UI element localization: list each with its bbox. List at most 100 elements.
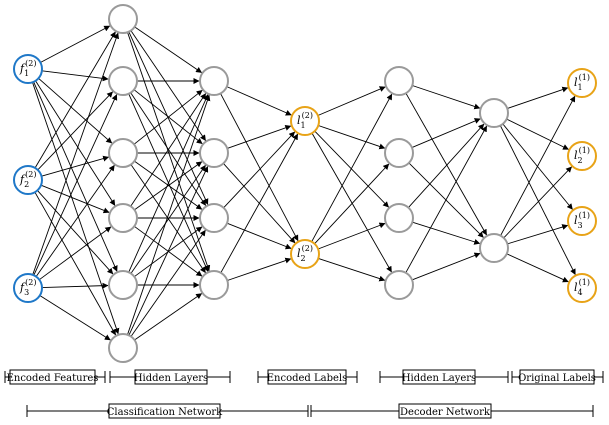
neurons: f1(2)f2(2)f3(2)l1(2)l2(2)l1(1)l2(1)l3(1)… xyxy=(13,4,597,363)
hidden-2-node-3 xyxy=(199,203,229,233)
section-label: Encoded Labels xyxy=(267,373,348,384)
connection-arrow xyxy=(133,89,203,145)
hidden-2-node-1 xyxy=(199,66,229,96)
section-label: Hidden Layers xyxy=(402,373,476,384)
section-original-labels: Original Labels xyxy=(511,369,604,385)
connection-arrow xyxy=(314,163,390,245)
hidden-3-node-1 xyxy=(384,66,414,96)
section-hidden-layers-2: Hidden Layers xyxy=(379,369,509,385)
connection-arrow xyxy=(405,125,488,273)
original-labels-label-3: l3(1) xyxy=(574,211,590,230)
connection-arrow xyxy=(35,164,115,277)
connection-arrow xyxy=(133,89,203,145)
section-encoded-labels: Encoded Labels xyxy=(257,369,358,385)
original-labels-node-1 xyxy=(567,68,597,98)
encoded-features-label-1: f1(2) xyxy=(19,59,37,78)
connection-arrow xyxy=(411,118,481,149)
connection-arrow xyxy=(34,191,116,336)
encoded-features-node-3 xyxy=(13,273,43,303)
connection-arrow xyxy=(37,190,114,275)
encoded-features-node-1 xyxy=(13,54,43,84)
connection-arrow xyxy=(506,253,569,283)
connection-arrow xyxy=(35,80,116,206)
encoded-labels-node-1 xyxy=(290,106,320,136)
original-labels-node-2 xyxy=(567,141,597,171)
hidden-3-node-3 xyxy=(384,203,414,233)
connection-arrow xyxy=(39,295,111,341)
connection-arrow xyxy=(127,32,211,272)
hidden-1-node-1 xyxy=(108,4,138,34)
connection-arrow xyxy=(32,32,119,275)
encoded-labels-label-1: l1(2) xyxy=(297,111,313,130)
hidden-3-node-2 xyxy=(384,138,414,168)
connection-arrow xyxy=(405,92,487,236)
connection-arrow xyxy=(506,118,569,150)
connection-arrow xyxy=(134,26,203,73)
connection-arrow xyxy=(412,221,481,245)
connection-arrow xyxy=(412,85,481,110)
connection-arrow xyxy=(41,155,110,177)
connections xyxy=(32,25,576,341)
group-decoder-network: Decoder Network xyxy=(310,403,594,419)
connection-arrow xyxy=(223,131,296,209)
original-labels-node-3 xyxy=(567,206,597,236)
connection-arrow xyxy=(318,257,386,282)
connection-arrow xyxy=(411,252,481,281)
connection-arrow xyxy=(311,93,393,242)
hidden-4-node-1 xyxy=(479,98,509,128)
connection-arrow xyxy=(130,30,206,142)
connection-arrow xyxy=(33,94,118,276)
hidden-2-node-2 xyxy=(199,138,229,168)
encoded-labels-node-2 xyxy=(290,239,320,269)
connection-arrow xyxy=(507,224,569,245)
connection-arrow xyxy=(34,31,116,169)
connection-arrow xyxy=(130,164,206,274)
hidden-1-node-2 xyxy=(108,66,138,96)
connection-arrow xyxy=(499,125,576,276)
original-labels-label-2: l2(1) xyxy=(574,146,590,165)
group-classification-network: Classification Network xyxy=(26,403,309,419)
connection-arrow xyxy=(134,160,203,210)
encoded-labels-label-2: l2(2) xyxy=(297,244,313,263)
connection-arrow xyxy=(227,257,292,281)
original-labels-label-1: l1(1) xyxy=(574,73,590,92)
connection-arrow xyxy=(220,93,299,242)
connection-arrow xyxy=(33,81,118,272)
hidden-2-node-4 xyxy=(199,270,229,300)
original-labels-label-4: l4(1) xyxy=(574,278,590,297)
connection-arrow xyxy=(128,166,209,336)
connection-arrow xyxy=(128,31,209,205)
hidden-1-node-5 xyxy=(108,270,138,300)
connection-arrow xyxy=(128,94,209,273)
connection-arrow xyxy=(130,164,206,274)
connection-arrow xyxy=(507,86,569,109)
encoded-features-label-2: f2(2) xyxy=(19,170,37,189)
connection-arrow xyxy=(226,86,292,116)
connection-arrow xyxy=(127,94,211,335)
section-label: Encoded Features xyxy=(7,373,99,384)
connection-arrow xyxy=(314,130,389,208)
encoded-features-node-2 xyxy=(13,165,43,195)
hidden-4-node-2 xyxy=(479,233,509,263)
connection-arrow xyxy=(130,93,207,207)
hidden-1-node-4 xyxy=(108,203,138,233)
connection-arrow xyxy=(226,222,292,250)
connection-arrow xyxy=(39,226,112,281)
connection-arrow xyxy=(318,125,386,150)
section-label: Hidden Layers xyxy=(134,373,208,384)
section-encoded-features: Encoded Features xyxy=(4,369,106,385)
connection-arrow xyxy=(41,70,109,82)
connection-arrow xyxy=(37,91,113,171)
connection-arrow xyxy=(503,166,572,239)
group-label: Classification Network xyxy=(107,407,223,418)
connection-arrow xyxy=(500,95,576,236)
connection-arrow xyxy=(311,132,392,273)
connection-arrow xyxy=(40,184,110,214)
connection-arrow xyxy=(317,86,386,116)
connection-arrow xyxy=(130,229,206,337)
hidden-1-node-3 xyxy=(108,138,138,168)
connection-arrow xyxy=(317,222,386,250)
section-label: Original Labels xyxy=(518,373,596,384)
hidden-1-node-6 xyxy=(108,333,138,363)
